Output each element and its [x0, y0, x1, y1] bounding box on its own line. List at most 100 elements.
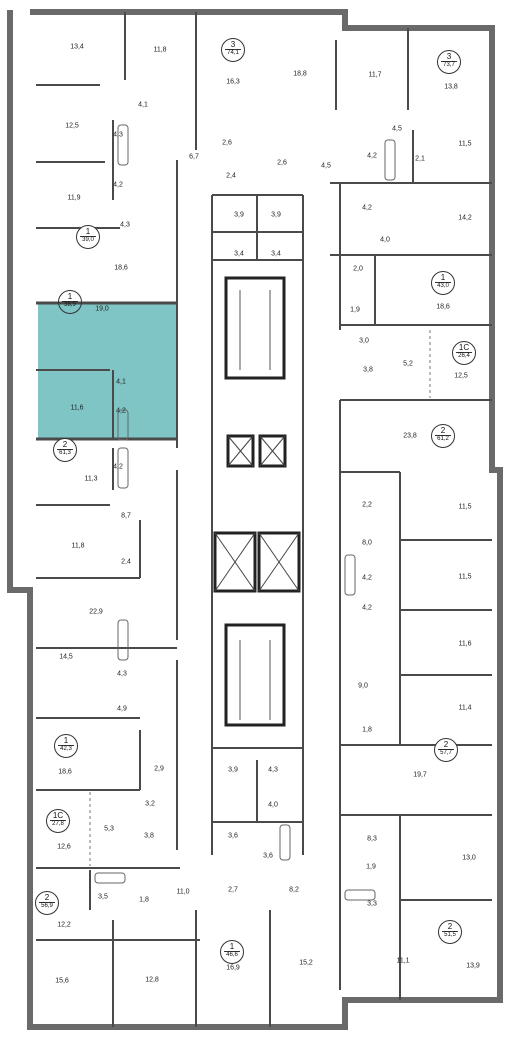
- room-area-label: 15,2: [299, 959, 313, 967]
- room-area-label: 4,2: [116, 407, 126, 415]
- badge-divider: [441, 61, 457, 62]
- badge-divider: [224, 951, 240, 952]
- apartment-area: 61,2: [437, 436, 449, 442]
- room-area-label: 11,6: [458, 640, 472, 648]
- badge-divider: [438, 749, 454, 750]
- room-area-label: 13,9: [466, 962, 480, 970]
- room-area-label: 2,2: [362, 501, 372, 509]
- room-area-label: 14,2: [458, 214, 472, 222]
- apartment-area: 57,7: [440, 750, 452, 756]
- room-area-label: 4,3: [120, 221, 130, 229]
- room-area-label: 11,9: [67, 194, 81, 202]
- room-area-label: 4,3: [113, 131, 123, 139]
- badge-divider: [442, 931, 458, 932]
- apartment-area: 61,3: [59, 450, 71, 456]
- room-area-label: 18,6: [436, 303, 450, 311]
- room-area-label: 3,9: [228, 766, 238, 774]
- apartment-rooms: 2: [447, 922, 453, 931]
- room-area-label: 3,4: [271, 250, 281, 258]
- room-area-label: 2,9: [154, 765, 164, 773]
- room-area-label: 8,7: [121, 512, 131, 520]
- room-area-label: 22,9: [89, 608, 103, 616]
- room-area-label: 11,8: [71, 542, 85, 550]
- room-area-label: 3,9: [234, 211, 244, 219]
- apartment-rooms: 2: [44, 893, 50, 902]
- room-area-label: 11,5: [458, 503, 472, 511]
- badge-divider: [57, 449, 73, 450]
- room-area-label: 4,3: [268, 766, 278, 774]
- stair-treads: [239, 290, 271, 720]
- room-area-label: 3,8: [144, 832, 154, 840]
- room-area-label: 2,0: [353, 265, 363, 273]
- room-area-label: 5,3: [104, 825, 114, 833]
- room-area-label: 4,9: [117, 705, 127, 713]
- badge-divider: [39, 902, 55, 903]
- room-area-label: 5,2: [403, 360, 413, 368]
- room-area-label: 11,6: [70, 404, 84, 412]
- room-area-label: 16,3: [226, 78, 240, 86]
- room-area-label: 23,8: [403, 432, 417, 440]
- room-area-label: 4,2: [362, 204, 372, 212]
- badge-divider: [80, 236, 96, 237]
- room-area-label: 4,5: [392, 125, 402, 133]
- room-area-label: 4,1: [116, 378, 126, 386]
- badge-divider: [225, 49, 241, 50]
- room-area-label: 4,0: [380, 236, 390, 244]
- room-area-label: 19,0: [95, 305, 109, 313]
- room-area-label: 3,3: [367, 900, 377, 908]
- core-elements: [213, 276, 301, 727]
- room-area-label: 13,8: [444, 83, 458, 91]
- room-area-label: 1,8: [362, 726, 372, 734]
- sanitary-fixtures: [94, 124, 396, 901]
- room-area-label: 3,8: [363, 366, 373, 374]
- apartment-rooms: 1: [440, 273, 446, 282]
- room-area-label: 4,2: [367, 152, 377, 160]
- room-area-label: 12,5: [65, 122, 79, 130]
- room-area-label: 4,2: [362, 574, 372, 582]
- room-area-label: 14,5: [59, 653, 73, 661]
- room-area-label: 11,5: [458, 573, 472, 581]
- room-area-label: 2,6: [222, 139, 232, 147]
- apartment-rooms: 3: [230, 40, 236, 49]
- apartment-area: 51,5: [444, 932, 456, 938]
- room-area-label: 11,8: [153, 46, 167, 54]
- room-area-label: 1,9: [350, 306, 360, 314]
- room-area-label: 4,1: [138, 101, 148, 109]
- room-area-label: 3,9: [271, 211, 281, 219]
- room-area-label: 4,3: [117, 670, 127, 678]
- room-area-label: 12,6: [57, 843, 71, 851]
- room-area-label: 11,3: [84, 475, 98, 483]
- room-area-label: 4,2: [113, 463, 123, 471]
- room-area-label: 11,7: [368, 71, 382, 79]
- badge-divider: [435, 435, 451, 436]
- room-area-label: 3,2: [145, 800, 155, 808]
- room-area-label: 15,6: [55, 977, 69, 985]
- room-area-label: 2,4: [121, 558, 131, 566]
- apartment-area: 38,9: [64, 302, 76, 308]
- stair-2: [224, 623, 286, 727]
- room-area-label: 8,2: [289, 886, 299, 894]
- room-area-label: 6,7: [189, 153, 199, 161]
- badge-divider: [58, 745, 74, 746]
- room-area-label: 2,1: [415, 155, 425, 163]
- lift-4: [257, 531, 301, 593]
- badge-divider: [435, 282, 451, 283]
- lift-1: [226, 434, 255, 468]
- room-area-label: 3,5: [98, 893, 108, 901]
- apartment-rooms: 3: [446, 52, 452, 61]
